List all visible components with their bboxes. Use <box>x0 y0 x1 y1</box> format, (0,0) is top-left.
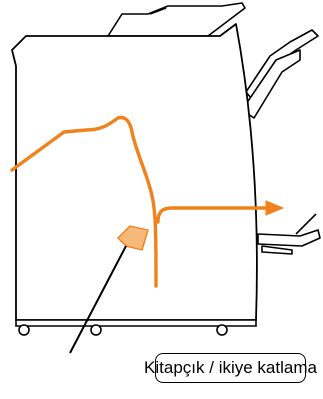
top-tray <box>107 2 246 37</box>
upper-right-tray <box>241 29 319 119</box>
callout-box: Kitapçık / ikiye katlama <box>144 353 317 383</box>
booklet-output-tray <box>257 213 321 255</box>
casters <box>18 324 228 336</box>
finisher-body <box>11 23 258 321</box>
caster-left <box>18 324 30 336</box>
paper-output-arrow <box>265 200 285 216</box>
paper-path-exit <box>156 206 270 224</box>
booklet-fold-unit-marker <box>117 225 149 251</box>
caster-middle <box>90 324 102 336</box>
callout-leader-line <box>69 245 127 354</box>
finisher-base <box>15 319 257 327</box>
callout-label: Kitapçık / ikiye katlama <box>144 358 317 377</box>
paper-path-entry <box>10 115 158 288</box>
caster-right <box>216 324 228 336</box>
paper-path <box>10 115 270 288</box>
